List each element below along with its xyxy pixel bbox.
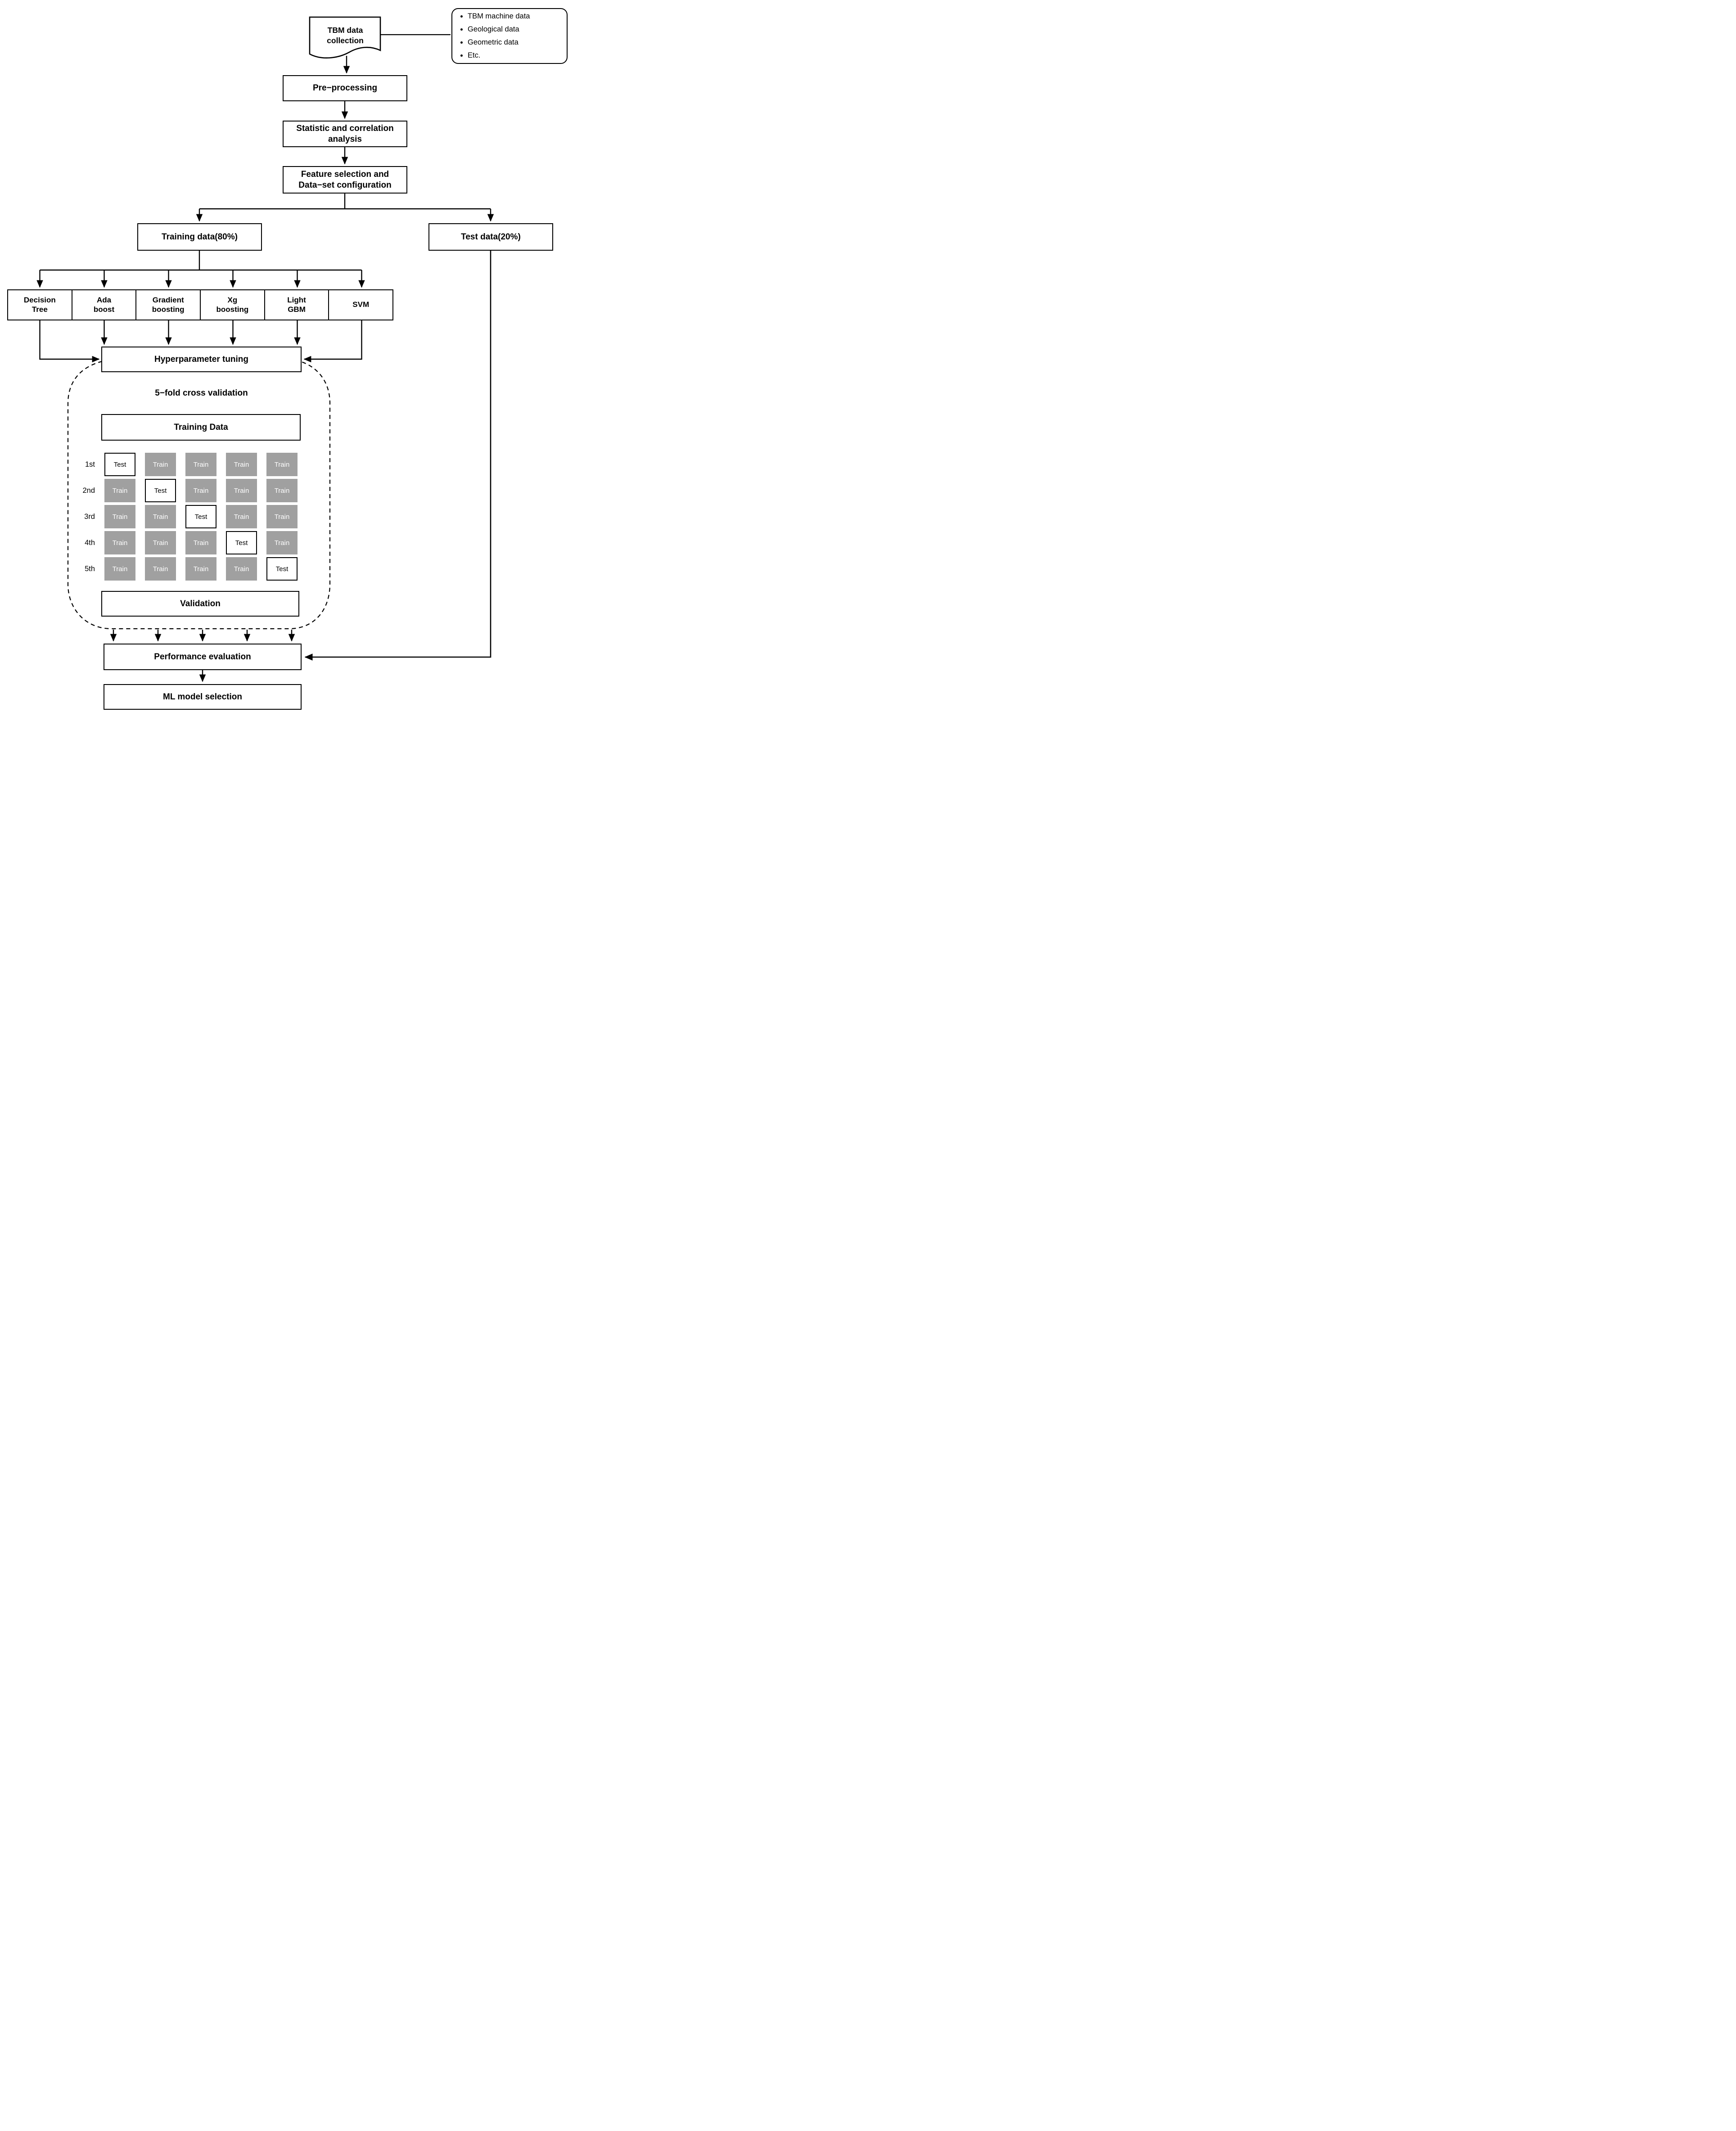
cv-cell-train: Train bbox=[104, 531, 135, 554]
cv-cell-train: Train bbox=[185, 531, 216, 554]
cv-dashed-container bbox=[67, 360, 331, 630]
cv-cell-test: Test bbox=[185, 505, 216, 528]
cv-cell-train: Train bbox=[266, 505, 298, 528]
cv-cell-train: Train bbox=[145, 557, 176, 581]
cv-cell-train: Train bbox=[145, 531, 176, 554]
cv-cell-train: Train bbox=[104, 479, 135, 502]
model-decision-tree: Decision Tree bbox=[7, 289, 72, 320]
data-source-item: Geological data bbox=[468, 23, 530, 36]
cv-cell-train: Train bbox=[226, 479, 257, 502]
cv-cell-test: Test bbox=[226, 531, 257, 554]
cv-cell-test: Test bbox=[266, 557, 298, 581]
model-row: Decision Tree Ada boost Gradient boostin… bbox=[7, 289, 394, 320]
cv-cell-train: Train bbox=[145, 505, 176, 528]
data-source-item: Geometric data bbox=[468, 36, 530, 49]
document-shape bbox=[309, 16, 381, 59]
connector-layer bbox=[36, 16, 494, 682]
data-sources-box: TBM machine data Geological data Geometr… bbox=[451, 8, 568, 64]
preprocessing-box: Pre−processing bbox=[283, 75, 407, 101]
model-svm: SVM bbox=[328, 289, 394, 320]
fold-row-label: 5th bbox=[85, 564, 95, 573]
cv-cell-train: Train bbox=[145, 453, 176, 476]
cv-training-data-box: Training Data bbox=[101, 414, 301, 441]
arrow-decisiontree-to-hyper bbox=[39, 320, 100, 363]
model-ada-boost: Ada boost bbox=[71, 289, 137, 320]
hyperparameter-tuning-box: Hyperparameter tuning bbox=[101, 347, 302, 372]
cv-cell-train: Train bbox=[226, 453, 257, 476]
connector-feature-branch bbox=[199, 194, 491, 210]
ml-model-selection-box: ML model selection bbox=[104, 684, 302, 710]
cv-cell-train: Train bbox=[185, 479, 216, 502]
cv-cell-train: Train bbox=[104, 505, 135, 528]
fold-row-label: 2nd bbox=[82, 486, 95, 495]
model-gradient-boosting: Gradient boosting bbox=[135, 289, 201, 320]
fold-row-label: 1st bbox=[85, 460, 95, 469]
cv-cell-train: Train bbox=[226, 557, 257, 581]
fold-row-label: 3rd bbox=[84, 512, 95, 521]
cv-cell-train: Train bbox=[185, 557, 216, 581]
cv-cell-test: Test bbox=[104, 453, 135, 476]
performance-evaluation-box: Performance evaluation bbox=[104, 644, 302, 670]
cv-cell-train: Train bbox=[266, 531, 298, 554]
cv-cell-train: Train bbox=[266, 479, 298, 502]
model-xg-boosting: Xg boosting bbox=[200, 289, 265, 320]
data-source-item: Etc. bbox=[468, 49, 530, 62]
validation-box: Validation bbox=[101, 591, 299, 617]
cv-cell-test: Test bbox=[145, 479, 176, 502]
model-light-gbm: Light GBM bbox=[264, 289, 329, 320]
connector-training-branch bbox=[40, 251, 362, 271]
flowchart-canvas: TBM data collection TBM machine data Geo… bbox=[0, 0, 579, 710]
data-source-item: TBM machine data bbox=[468, 10, 530, 23]
cv-cell-train: Train bbox=[185, 453, 216, 476]
cv-title: 5−fold cross validation bbox=[155, 388, 248, 398]
fold-row-label: 4th bbox=[85, 538, 95, 547]
training-data-box: Training data(80%) bbox=[137, 223, 262, 251]
arrow-testdata-to-performance bbox=[304, 251, 491, 661]
cv-cell-train: Train bbox=[226, 505, 257, 528]
arrow-svm-to-hyper bbox=[303, 320, 362, 363]
data-sources-list: TBM machine data Geological data Geometr… bbox=[452, 10, 530, 63]
cv-cell-train: Train bbox=[266, 453, 298, 476]
statistic-analysis-box: Statistic and correlation analysis bbox=[283, 121, 407, 147]
test-data-box: Test data(20%) bbox=[428, 223, 553, 251]
tbm-data-collection-node: TBM data collection bbox=[327, 26, 364, 45]
cv-cell-train: Train bbox=[104, 557, 135, 581]
feature-selection-box: Feature selection and Data−set configura… bbox=[283, 166, 407, 194]
